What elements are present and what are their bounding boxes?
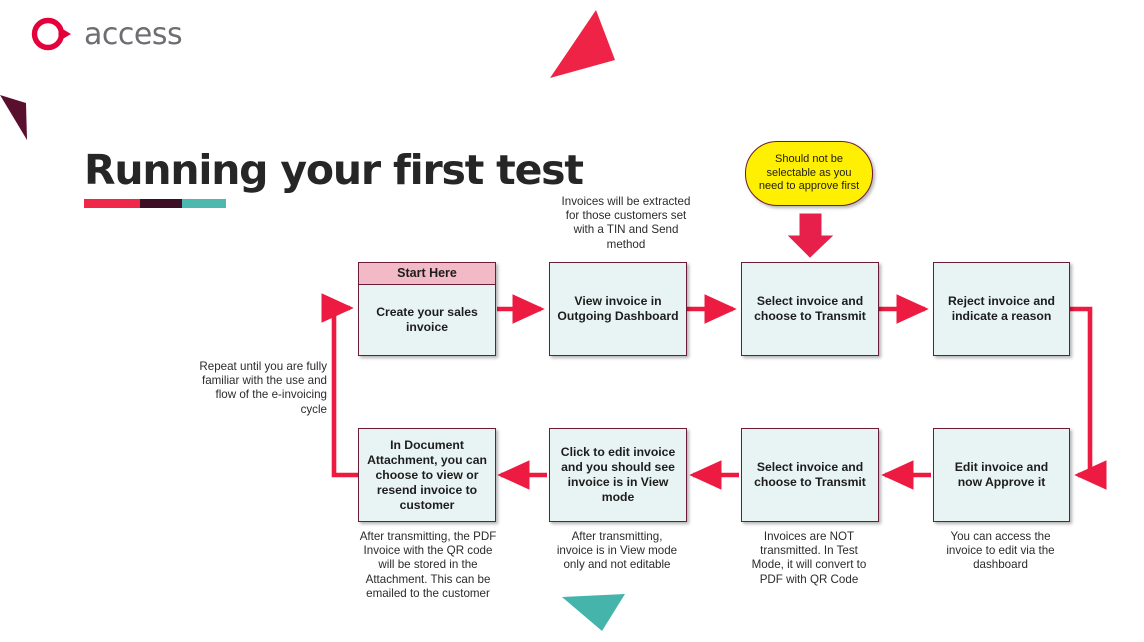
flow-node-label: Select invoice and choose to Transmit: [754, 460, 866, 489]
flow-node-click-edit-invoice[interactable]: Click to edit invoice and you should see…: [549, 428, 687, 522]
flow-node-create-invoice[interactable]: Start Here Create your sales invoice: [358, 262, 496, 356]
page-title: Running your first test: [84, 146, 584, 194]
flow-node-edit-approve[interactable]: Edit invoice and now Approve it: [933, 428, 1070, 522]
note-under-select-transmit-2: Invoices are NOT transmitted. In Test Mo…: [751, 530, 867, 586]
note-under-click-edit: After transmitting, invoice is in View m…: [556, 530, 678, 572]
flow-node-select-transmit-2[interactable]: Select invoice and choose to Transmit: [741, 428, 879, 522]
flow-node-label: Click to edit invoice and you should see…: [560, 445, 676, 504]
accent-segment-teal: [182, 199, 226, 208]
flow-node-reject-invoice[interactable]: Reject invoice and indicate a reason: [933, 262, 1070, 356]
arrow-reject-to-edit-approve: [1068, 306, 1107, 490]
brand-header: access: [30, 12, 290, 56]
flow-node-select-transmit[interactable]: Select invoice and choose to Transmit: [741, 262, 879, 356]
brand-name: access: [84, 16, 183, 52]
flow-node-document-attachment[interactable]: In Document Attachment, you can choose t…: [358, 428, 496, 522]
flow-node-label: View invoice in Outgoing Dashboard: [557, 294, 679, 323]
callout-down-arrow: [787, 213, 834, 258]
note-under-edit-approve: You can access the invoice to edit via t…: [946, 530, 1055, 572]
flow-node-label: Select invoice and choose to Transmit: [754, 294, 866, 323]
triangle-teal-decor: [562, 594, 625, 631]
flow-node-label: In Document Attachment, you can choose t…: [367, 437, 487, 512]
note-loop-repeat: Repeat until you are fully familiar with…: [199, 360, 327, 416]
note-under-document-attachment: After transmitting, the PDF Invoice with…: [359, 530, 497, 600]
accent-segment-crimson: [84, 199, 140, 208]
start-here-header: Start Here: [359, 263, 495, 285]
flow-node-view-invoice[interactable]: View invoice in Outgoing Dashboard: [549, 262, 687, 356]
arrow-loop-back-to-start: [321, 293, 358, 478]
access-ring-logo-icon: [30, 13, 72, 55]
triangle-maroon-decor: [0, 95, 27, 140]
triangle-red-decor: [550, 10, 615, 78]
flow-node-label: Edit invoice and now Approve it: [954, 460, 1049, 489]
note-above-view-invoice: Invoices will be extracted for those cus…: [561, 195, 691, 251]
accent-bar: [84, 199, 226, 208]
flow-node-label: Reject invoice and indicate a reason: [947, 294, 1055, 323]
accent-segment-maroon: [140, 199, 182, 208]
flow-node-label: Create your sales invoice: [376, 305, 478, 334]
callout-approve-first: Should not be selectable as you need to …: [745, 141, 873, 206]
